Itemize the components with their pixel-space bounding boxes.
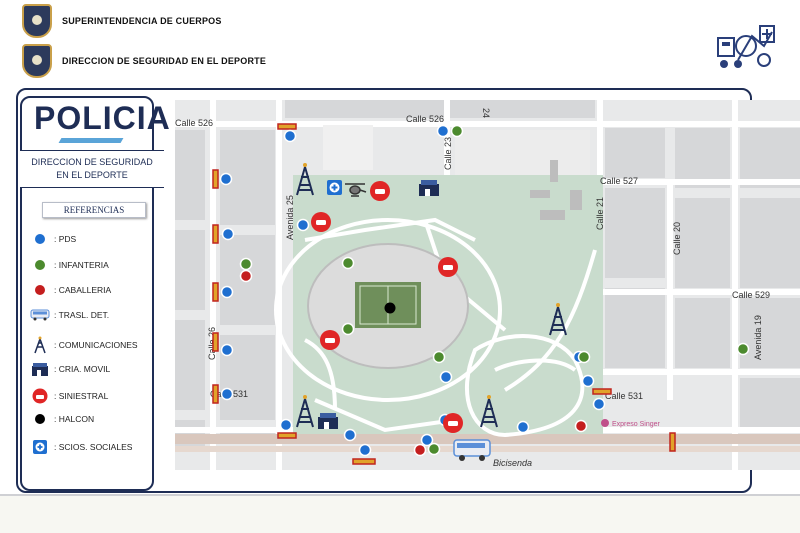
legend-item-caballeria: : CABALLERIA: [30, 285, 111, 295]
seguridad-deporte-shield-icon: [22, 44, 52, 78]
legend-item-comunicaciones: : COMUNICACIONES: [30, 336, 138, 354]
legend-item-trasl-det: : TRASL. DET.: [30, 309, 109, 321]
street-calle-526-left: Calle 526: [175, 118, 213, 128]
scios-sociales-marker: [327, 180, 342, 195]
org-title-2: DIRECCION DE SEGURIDAD EN EL DEPORTE: [62, 56, 267, 66]
antenna-tower-icon: [34, 336, 46, 354]
street-bicisenda: Bicisenda: [493, 458, 532, 468]
green-dot-icon: [35, 260, 45, 270]
street-avenida-25: Avenida 25: [285, 195, 295, 240]
operations-map: Calle 526 Calle 526 Calle 527 Calle 529 …: [175, 100, 800, 470]
patrol-car-icon: [32, 388, 48, 404]
legend-label: : CABALLERIA: [54, 285, 112, 295]
map-canvas: Calle 526 Calle 526 Calle 527 Calle 529 …: [175, 100, 800, 470]
street-calle-527: Calle 527: [600, 176, 638, 186]
legend-label: : TRASL. DET.: [54, 310, 110, 320]
comunicaciones-markers: [296, 163, 567, 428]
legend-label: : COMUNICACIONES: [54, 340, 138, 350]
legend-item-infanteria: : INFANTERIA: [30, 260, 109, 270]
trasl-det-marker: [453, 439, 491, 461]
barrier-markers: [212, 123, 676, 465]
cria-movil-markers: [318, 180, 439, 429]
street-calle-529: Calle 529: [732, 290, 770, 300]
legend-item-halcon: : HALCON: [30, 414, 94, 424]
caballeria-markers: [239, 269, 588, 457]
direction-box: DIRECCION DE SEGURIDAD EN EL DEPORTE: [20, 150, 164, 188]
street-24-label: 24: [481, 108, 491, 118]
legend-item-cria-movil: : CRIA. MOVIL: [30, 362, 110, 376]
legend-label: : PDS: [54, 234, 77, 244]
street-calle-23: Calle 23: [443, 137, 453, 170]
legend-item-scios-sociales: : SCIOS. SOCIALES: [30, 440, 132, 454]
legend-item-siniestral: : SINIESTRAL: [30, 388, 108, 404]
org-title-1: SUPERINTENDENCIA DE CUERPOS: [62, 16, 222, 26]
red-dot-icon: [35, 285, 45, 295]
bus-icon: [30, 309, 50, 321]
legend-label: : SINIESTRAL: [54, 391, 109, 401]
legend-item-pds: : PDS: [30, 234, 76, 244]
pds-markers: [219, 124, 606, 457]
blue-dot-icon: [35, 234, 45, 244]
superintendencia-shield-icon: [22, 4, 52, 38]
business-expreso-singer: Expreso Singer: [612, 421, 661, 428]
infanteria-markers: [239, 124, 750, 456]
street-avenida-19: Avenida 19: [753, 315, 763, 360]
street-calle-531-right: Calle 531: [605, 391, 643, 401]
street-calle-21: Calle 21: [595, 197, 605, 230]
medical-cross-icon: [33, 440, 47, 454]
black-dot-icon: [35, 414, 45, 424]
legend-label: : HALCON: [54, 414, 95, 424]
deporte-logo-icon: [717, 25, 775, 68]
street-calle-20: Calle 20: [672, 222, 682, 255]
policia-brand-bar: [58, 138, 124, 143]
policia-brand: POLICIA: [34, 100, 171, 136]
halcon-marker: [384, 302, 396, 314]
street-calle-526-right: Calle 526: [406, 114, 444, 124]
header-row-1: SUPERINTENDENCIA DE CUERPOS: [22, 4, 222, 38]
street-calle-26: Calle 26: [207, 327, 217, 360]
police-station-icon: [32, 363, 48, 376]
legend-label: : SCIOS. SOCIALES: [54, 442, 133, 452]
direction-line-1: DIRECCION DE SEGURIDAD: [31, 157, 153, 167]
bottom-band: [0, 494, 800, 533]
siniestral-markers: [311, 181, 463, 433]
legend-label: : INFANTERIA: [54, 260, 109, 270]
header-row-2: DIRECCION DE SEGURIDAD EN EL DEPORTE: [22, 44, 266, 78]
legend-label: : CRIA. MOVIL: [54, 364, 111, 374]
references-title: REFERENCIAS: [42, 202, 146, 218]
helicopter-marker: [345, 183, 367, 197]
direction-line-2: EN EL DEPORTE: [56, 170, 128, 180]
business-pin-icon: [601, 419, 609, 427]
